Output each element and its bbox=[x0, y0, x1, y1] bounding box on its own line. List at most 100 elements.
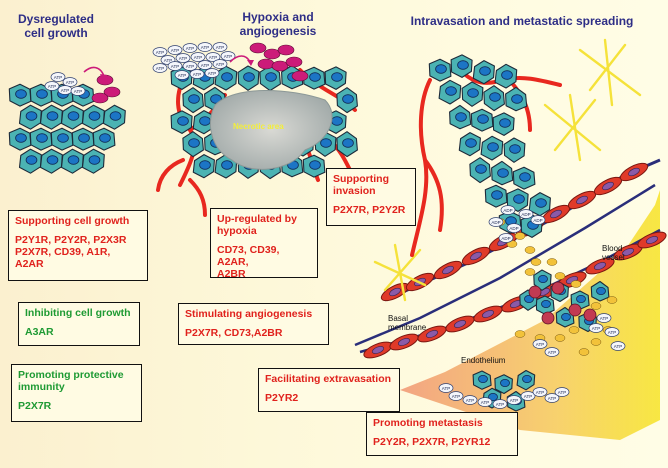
nucleus bbox=[622, 248, 634, 256]
nucleus bbox=[67, 155, 80, 165]
box-heading: Up-regulated by hypoxia bbox=[217, 213, 297, 237]
nucleus bbox=[88, 155, 101, 165]
atp-bubble bbox=[477, 397, 493, 407]
atp-bubble bbox=[554, 387, 570, 397]
atp-text: ATP bbox=[66, 80, 74, 85]
nucleus bbox=[455, 112, 467, 122]
necrotic-area bbox=[210, 90, 333, 170]
platelet-aggregate bbox=[583, 308, 597, 322]
nucleus bbox=[500, 378, 510, 387]
nucleus bbox=[541, 299, 551, 308]
nucleus bbox=[389, 287, 401, 297]
atp-bubble bbox=[500, 205, 516, 215]
atp-text: ATP bbox=[614, 344, 622, 349]
box-receptors: P2Y1R, P2Y2R, P2X3R P2X7R, CD39, A1R, A2… bbox=[15, 234, 127, 270]
box-facilitating-extravasation: Facilitating extravasation P2YR2 bbox=[258, 368, 400, 412]
atp-text: ADP bbox=[509, 226, 518, 231]
nucleus bbox=[210, 94, 222, 104]
nucleus bbox=[538, 274, 548, 283]
title-dysregulated-growth: Dysregulated cell growth bbox=[17, 12, 95, 40]
atp-bubble bbox=[167, 45, 183, 55]
atp-text: ATP bbox=[536, 390, 544, 395]
atp-bubble bbox=[596, 313, 612, 323]
necrotic-area-label: Necrotic area bbox=[233, 122, 284, 131]
nucleus bbox=[99, 133, 111, 143]
nucleus bbox=[478, 374, 488, 383]
platelet bbox=[578, 348, 590, 356]
atp-text: ATP bbox=[216, 45, 224, 50]
atp-bubble bbox=[610, 341, 626, 351]
atp-text: ATP bbox=[600, 316, 608, 321]
platelet bbox=[554, 272, 566, 280]
atp-text: ATP bbox=[156, 66, 164, 71]
atp-bubble bbox=[438, 383, 454, 393]
box-heading: Supporting invasion bbox=[333, 173, 389, 197]
atp-bubble bbox=[506, 223, 522, 233]
box-heading: Supporting cell growth bbox=[15, 215, 130, 227]
title-intravasation: Intravasation and metastatic spreading bbox=[410, 14, 634, 28]
endothelium-label: Endothelium bbox=[461, 356, 506, 365]
nucleus bbox=[46, 111, 59, 121]
box-inhibiting-growth: Inhibiting cell growth A3AR bbox=[18, 302, 140, 346]
atp-text: ADP bbox=[521, 212, 530, 217]
nucleus bbox=[509, 144, 521, 154]
atp-bubble bbox=[604, 327, 620, 337]
atp-bubble bbox=[544, 393, 560, 403]
magenta-molecule bbox=[257, 58, 275, 70]
platelet bbox=[514, 330, 526, 338]
atp-bubble bbox=[532, 387, 548, 397]
atp-bubble bbox=[520, 391, 536, 401]
platelet bbox=[570, 280, 582, 288]
nucleus bbox=[36, 133, 48, 143]
atp-text: ATP bbox=[510, 398, 518, 403]
nucleus bbox=[331, 72, 343, 82]
platelet bbox=[546, 258, 558, 266]
nucleus bbox=[513, 194, 525, 204]
box-protective-immunity: Promoting protective immunity P2X7R bbox=[11, 364, 142, 422]
atp-bubble bbox=[588, 323, 604, 333]
platelet bbox=[590, 302, 602, 310]
atp-bubble bbox=[448, 391, 464, 401]
nucleus bbox=[320, 138, 332, 148]
box-upregulated-hypoxia: Up-regulated by hypoxia CD73, CD39, A2AR… bbox=[210, 208, 318, 280]
nucleus bbox=[457, 60, 469, 70]
tumor-cells-cluster-3 bbox=[428, 54, 551, 238]
atp-text: ATP bbox=[186, 64, 194, 69]
atp-text: ATP bbox=[466, 398, 474, 403]
atp-bubble bbox=[220, 51, 236, 61]
atp-text: ATP bbox=[164, 58, 172, 63]
box-supporting-growth: Supporting cell growth P2Y1R, P2Y2R, P2X… bbox=[8, 210, 148, 281]
nucleus bbox=[594, 262, 606, 270]
atp-bubble bbox=[190, 52, 206, 62]
platelet-aggregate bbox=[551, 281, 565, 295]
nucleus bbox=[491, 190, 503, 200]
atp-text: ATP bbox=[178, 73, 186, 78]
atp-text: ATP bbox=[186, 46, 194, 51]
nucleus bbox=[535, 198, 547, 208]
nucleus bbox=[342, 94, 354, 104]
nucleus bbox=[550, 209, 562, 219]
nucleus bbox=[15, 89, 27, 99]
atp-bubble bbox=[182, 61, 198, 71]
platelet bbox=[524, 246, 536, 254]
nucleus bbox=[576, 195, 588, 205]
atp-bubble bbox=[518, 209, 534, 219]
nucleus bbox=[57, 133, 69, 143]
atp-text: ADP bbox=[533, 218, 542, 223]
atp-text: ATP bbox=[171, 64, 179, 69]
nucleus bbox=[221, 160, 233, 170]
nucleus bbox=[265, 72, 277, 82]
magenta-molecule bbox=[249, 42, 267, 54]
atp-text: ADP bbox=[501, 236, 510, 241]
nucleus bbox=[465, 138, 477, 148]
atp-text: ATP bbox=[481, 400, 489, 405]
atp-bubble bbox=[44, 81, 60, 91]
fibroblasts bbox=[373, 38, 642, 302]
magenta-molecule bbox=[277, 44, 295, 56]
magenta-molecule bbox=[103, 86, 121, 98]
atp-bubble bbox=[488, 217, 504, 227]
box-heading: Promoting protective immunity bbox=[18, 369, 124, 393]
